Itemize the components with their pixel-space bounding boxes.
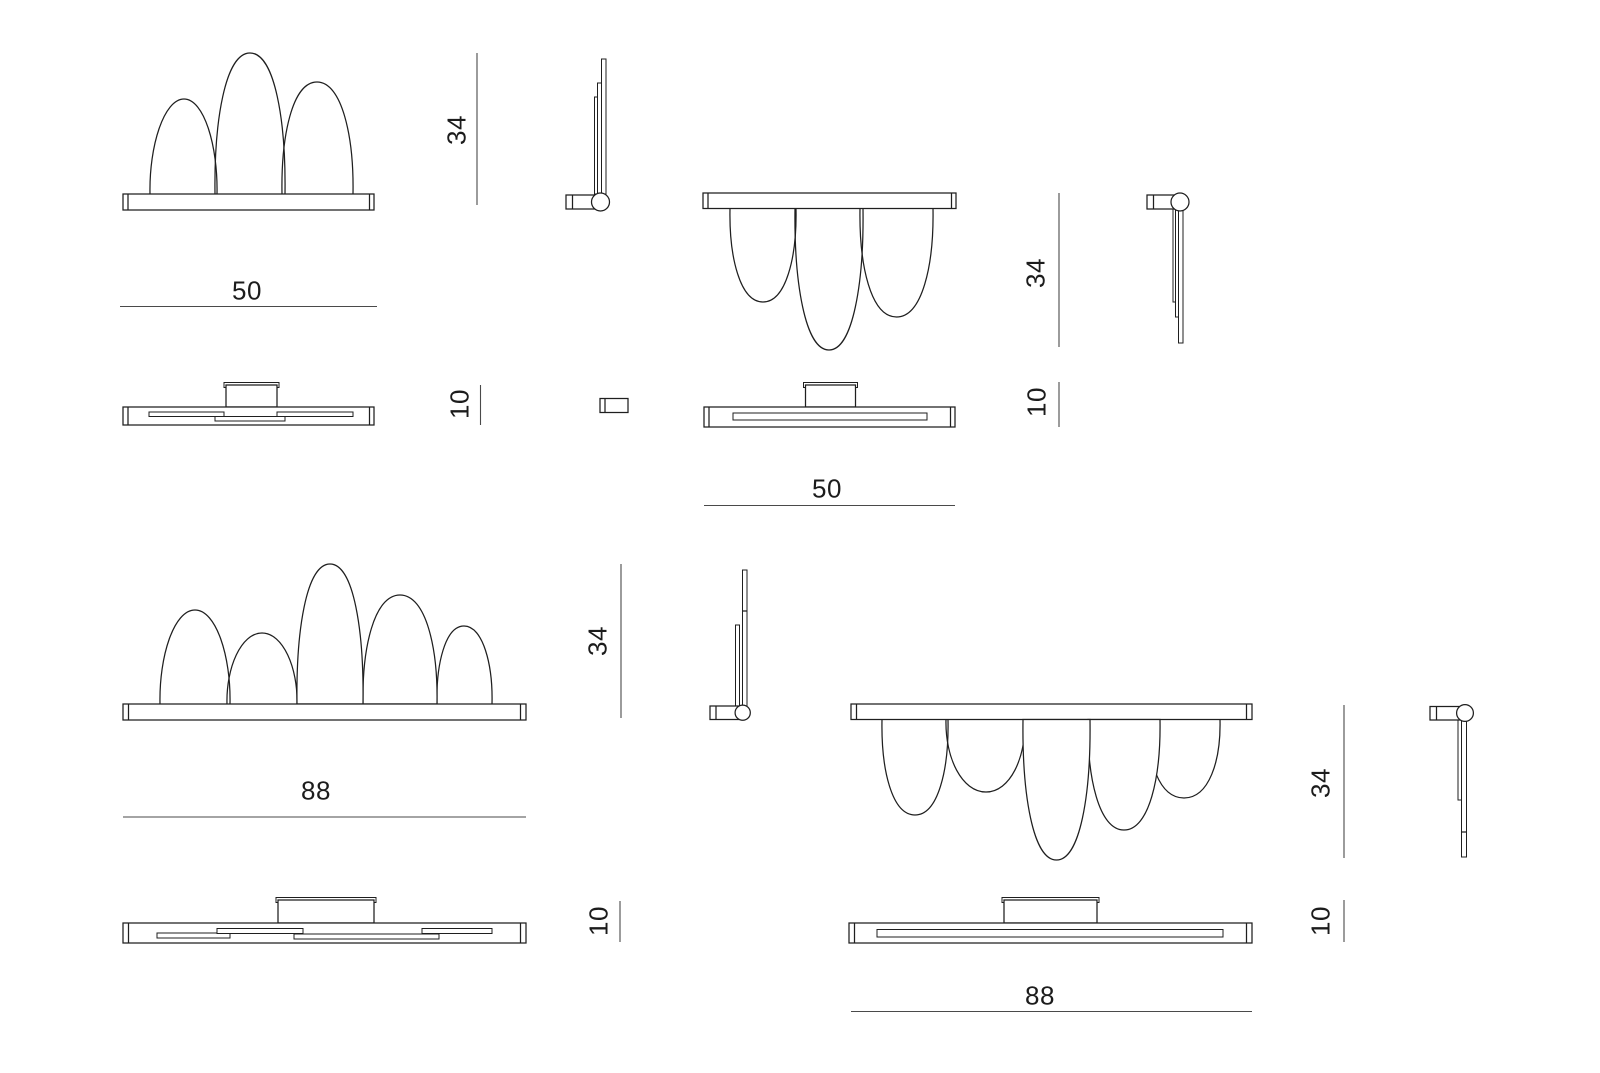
front-view-large-up	[122, 563, 527, 721]
front-view-small-down	[702, 192, 957, 351]
petal-slot	[216, 928, 304, 934]
mount-arm	[599, 397, 629, 414]
petal	[226, 632, 298, 705]
dim-width-small-up: 50	[232, 275, 262, 306]
dim-depth-large-up: 10	[583, 906, 614, 936]
petal-slot	[156, 932, 231, 939]
petal	[159, 609, 231, 705]
dim-height-small-down: 34	[1020, 258, 1051, 288]
petal-slot	[276, 411, 354, 417]
petal	[1022, 718, 1091, 861]
dimensions-large-up	[123, 564, 622, 942]
dim-height-small-up: 34	[441, 115, 472, 145]
front-view-small-up	[122, 52, 375, 211]
bottom-view-arm-small	[599, 397, 629, 414]
front-view-large-down	[850, 703, 1253, 861]
petal	[362, 594, 438, 705]
blade	[597, 82, 602, 195]
petal-slot	[732, 412, 928, 421]
dimensions-small-up	[120, 53, 482, 425]
petal	[296, 563, 364, 705]
dim-depth-large-down: 10	[1305, 906, 1336, 936]
dim-width-large-up: 88	[301, 775, 331, 806]
dimensions-large-down	[851, 705, 1345, 1013]
dim-height-large-down: 34	[1305, 768, 1336, 798]
bottom-view-large-up	[122, 897, 527, 944]
petal-slot	[876, 929, 1224, 938]
side-view-large-down	[1429, 703, 1475, 858]
petal-slot	[293, 933, 440, 940]
petal	[281, 81, 354, 195]
petal	[149, 98, 218, 195]
blade	[1461, 719, 1467, 858]
petal	[436, 625, 493, 705]
petal	[214, 52, 286, 195]
tube-end	[590, 192, 611, 212]
bottom-view-small-down	[703, 382, 956, 428]
petal-slot	[214, 416, 286, 422]
petal	[1087, 718, 1161, 831]
lamp-bar	[122, 193, 375, 211]
dim-height-large-up: 34	[582, 626, 613, 656]
lamp-bar	[850, 703, 1253, 721]
dim-depth-small-down: 10	[1021, 387, 1052, 417]
petal	[881, 719, 949, 816]
tube-end	[1170, 192, 1190, 212]
dim-depth-small-up: 10	[444, 389, 475, 419]
blade	[735, 624, 740, 707]
bottom-view-small-up	[122, 382, 375, 426]
petal	[859, 208, 934, 318]
petal-slot	[421, 928, 493, 934]
mount-box	[277, 899, 375, 924]
dimensions-small-down	[704, 193, 1060, 507]
side-view-small-up	[565, 58, 611, 212]
petal	[794, 208, 864, 351]
tube-end	[734, 704, 751, 721]
side-view-small-down	[1146, 192, 1190, 344]
blade	[601, 58, 607, 195]
petal-slot	[148, 411, 225, 417]
blade	[1178, 208, 1184, 344]
bottom-view-large-down	[848, 897, 1253, 944]
mount-box	[225, 384, 278, 408]
side-view-large-up	[709, 569, 751, 721]
mount-box	[1003, 899, 1098, 924]
tube-end	[1455, 703, 1475, 723]
dim-width-small-down: 50	[812, 473, 842, 504]
lamp-bar	[702, 192, 957, 210]
petal	[729, 208, 797, 303]
blade	[1457, 719, 1462, 801]
petal	[945, 719, 1026, 793]
mount-box	[804, 384, 857, 408]
blade	[742, 569, 748, 707]
dim-width-large-down: 88	[1025, 980, 1055, 1011]
lamp-bar	[122, 703, 527, 721]
